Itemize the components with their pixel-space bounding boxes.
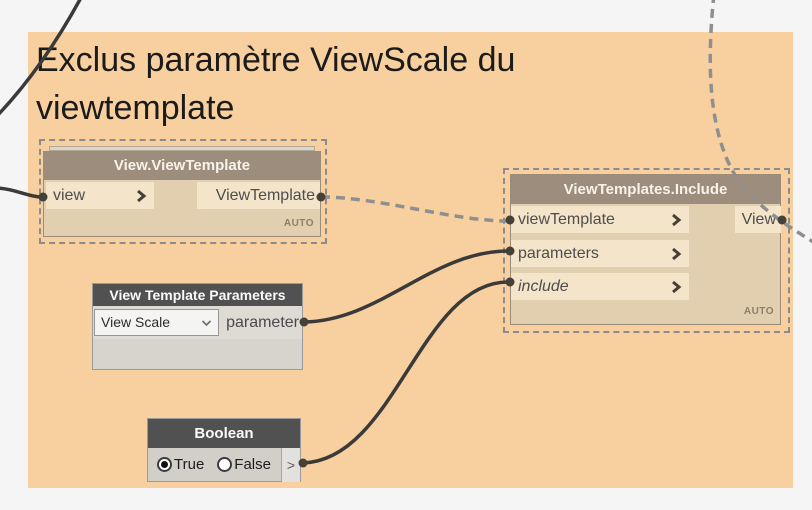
output-port-label: View	[741, 211, 776, 228]
input-port-viewtemplate[interactable]: viewTemplate	[511, 206, 689, 233]
radio-true-label[interactable]: True	[174, 456, 205, 473]
input-port-include[interactable]: include	[511, 273, 689, 300]
chevron-right-icon	[670, 280, 682, 294]
radio-checked-icon[interactable]	[157, 457, 172, 472]
node-header[interactable]: ViewTemplates.Include	[511, 175, 780, 204]
parameter-dropdown[interactable]: View Scale	[94, 309, 219, 336]
node-row: View Scale parameter	[93, 306, 302, 339]
input-port-label: include	[518, 278, 569, 295]
node-stack-bar	[49, 146, 315, 151]
input-port-label: viewTemplate	[518, 211, 615, 228]
node-row: True False	[148, 448, 300, 481]
input-port-label: view	[53, 187, 86, 204]
lacing-badge: AUTO	[743, 306, 774, 317]
chevron-right-icon	[670, 213, 682, 227]
chevron-right-icon	[670, 247, 682, 261]
radio-unchecked-icon[interactable]	[217, 457, 233, 472]
group-title[interactable]: Exclus paramètre ViewScale du viewtempla…	[36, 36, 656, 132]
chevron-down-icon	[201, 319, 212, 327]
input-port-label: parameters	[518, 245, 599, 262]
radio-true[interactable]: True	[157, 456, 204, 473]
radio-false[interactable]: False	[217, 456, 271, 473]
node-view-viewtemplate[interactable]: View.ViewTemplate view ViewTemplate AUTO	[43, 151, 321, 237]
output-port-viewtemplate[interactable]: ViewTemplate	[197, 182, 320, 209]
radio-false-label[interactable]: False	[234, 456, 271, 473]
node-header[interactable]: View.ViewTemplate	[44, 152, 320, 180]
group-title-line1: Exclus paramètre ViewScale du	[36, 41, 516, 79]
node-header[interactable]: Boolean	[148, 419, 300, 448]
lacing-badge: AUTO	[283, 218, 314, 229]
node-viewtemplates-include[interactable]: ViewTemplates.Include viewTemplate param…	[510, 174, 781, 325]
chevron-right-icon	[135, 189, 147, 203]
node-view-template-parameters[interactable]: View Template Parameters View Scale para…	[92, 283, 303, 370]
dropdown-value: View Scale	[101, 314, 171, 330]
node-boolean[interactable]: Boolean True False >	[147, 418, 301, 482]
output-port-view[interactable]: View	[735, 206, 781, 233]
node-header[interactable]: View Template Parameters	[93, 284, 302, 306]
output-port-label: ViewTemplate	[215, 187, 315, 204]
output-port-parameter[interactable]: parameter	[226, 314, 299, 331]
input-port-view[interactable]: view	[46, 182, 154, 209]
group-title-line2: viewtemplate	[36, 89, 235, 127]
input-port-parameters[interactable]: parameters	[511, 240, 689, 267]
output-port-bool[interactable]: >	[281, 448, 300, 482]
